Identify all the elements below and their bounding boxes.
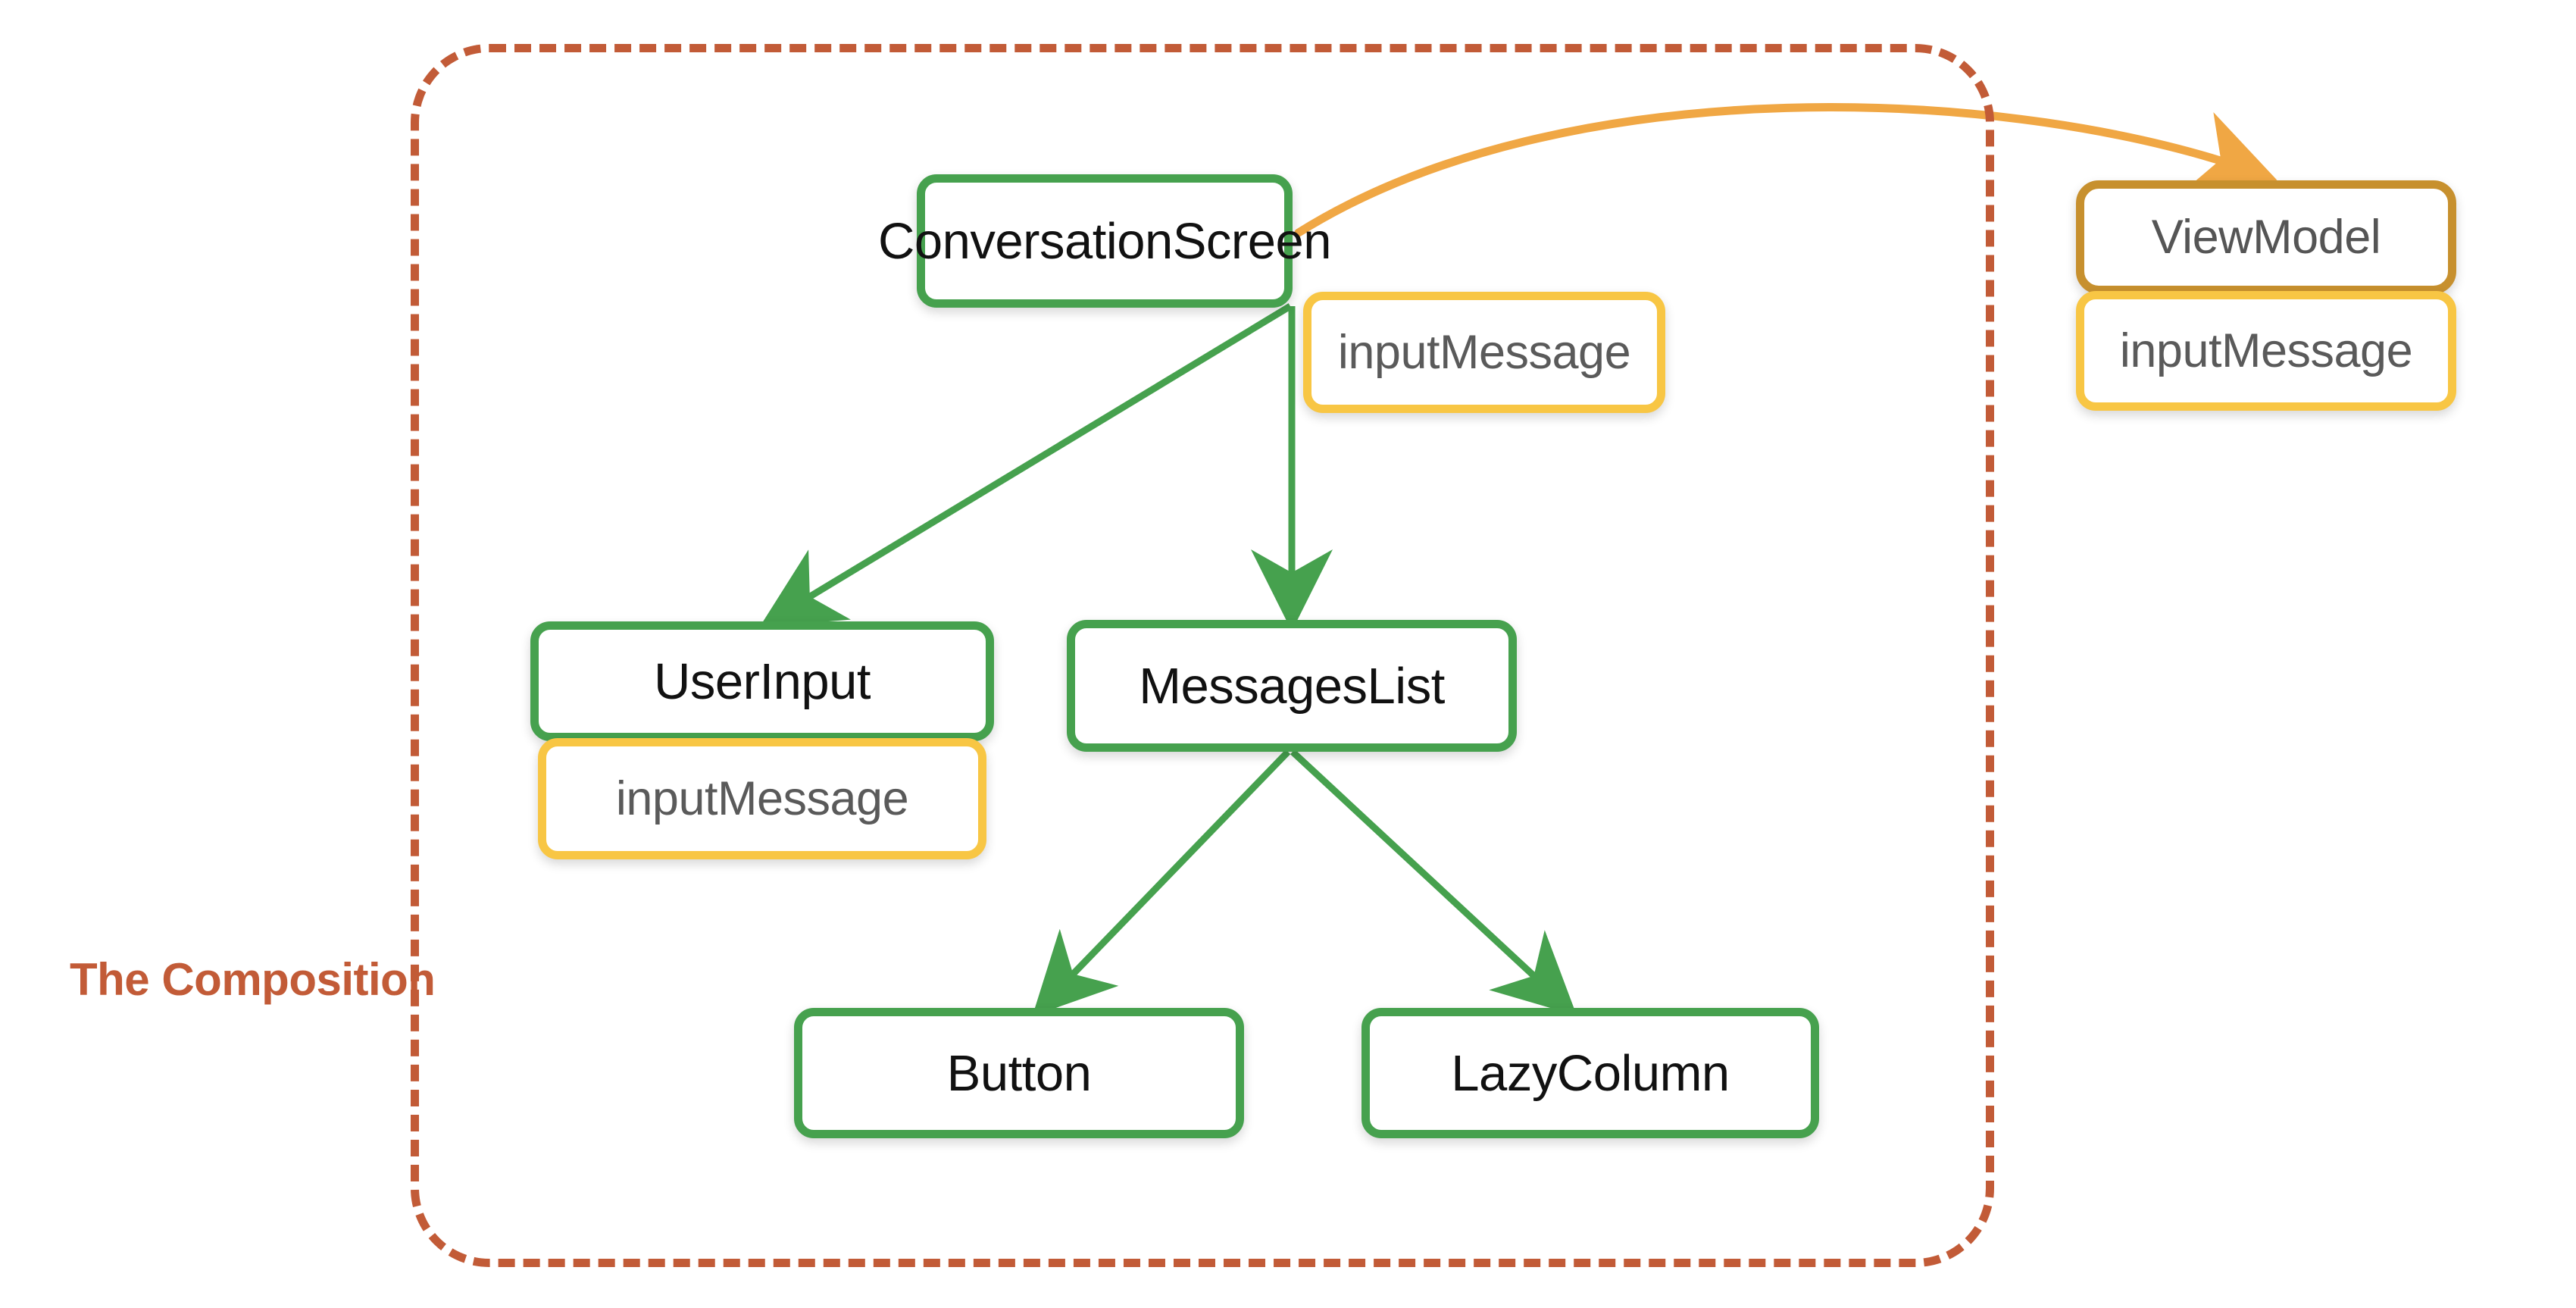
node-user-input[interactable]: UserInput [530,621,994,741]
node-label-lazy-column: LazyColumn [1451,1044,1730,1102]
node-button[interactable]: Button [794,1008,1244,1138]
composition-boundary [411,44,1994,1267]
node-label-conversation-screen: ConversationScreen [877,212,1332,270]
node-view-model-state[interactable]: inputMessage [2076,291,2456,411]
node-messages-list[interactable]: MessagesList [1067,620,1517,752]
node-user-input-state[interactable]: inputMessage [538,738,986,859]
node-label-messages-list: MessagesList [1139,657,1445,715]
node-label-user-input: UserInput [654,652,871,710]
node-label-view-model-state: inputMessage [2119,324,2413,377]
node-label-button: Button [946,1044,1092,1102]
node-conversation-screen-state[interactable]: inputMessage [1303,292,1665,413]
node-view-model[interactable]: ViewModel [2076,180,2456,294]
node-label-conversation-screen-state: inputMessage [1337,325,1631,379]
node-lazy-column[interactable]: LazyColumn [1361,1008,1819,1138]
node-conversation-screen[interactable]: ConversationScreen [878,174,1332,308]
node-label-user-input-state: inputMessage [615,771,909,825]
composition-title: The Composition [70,954,436,1005]
node-label-view-model: ViewModel [2151,210,2381,264]
